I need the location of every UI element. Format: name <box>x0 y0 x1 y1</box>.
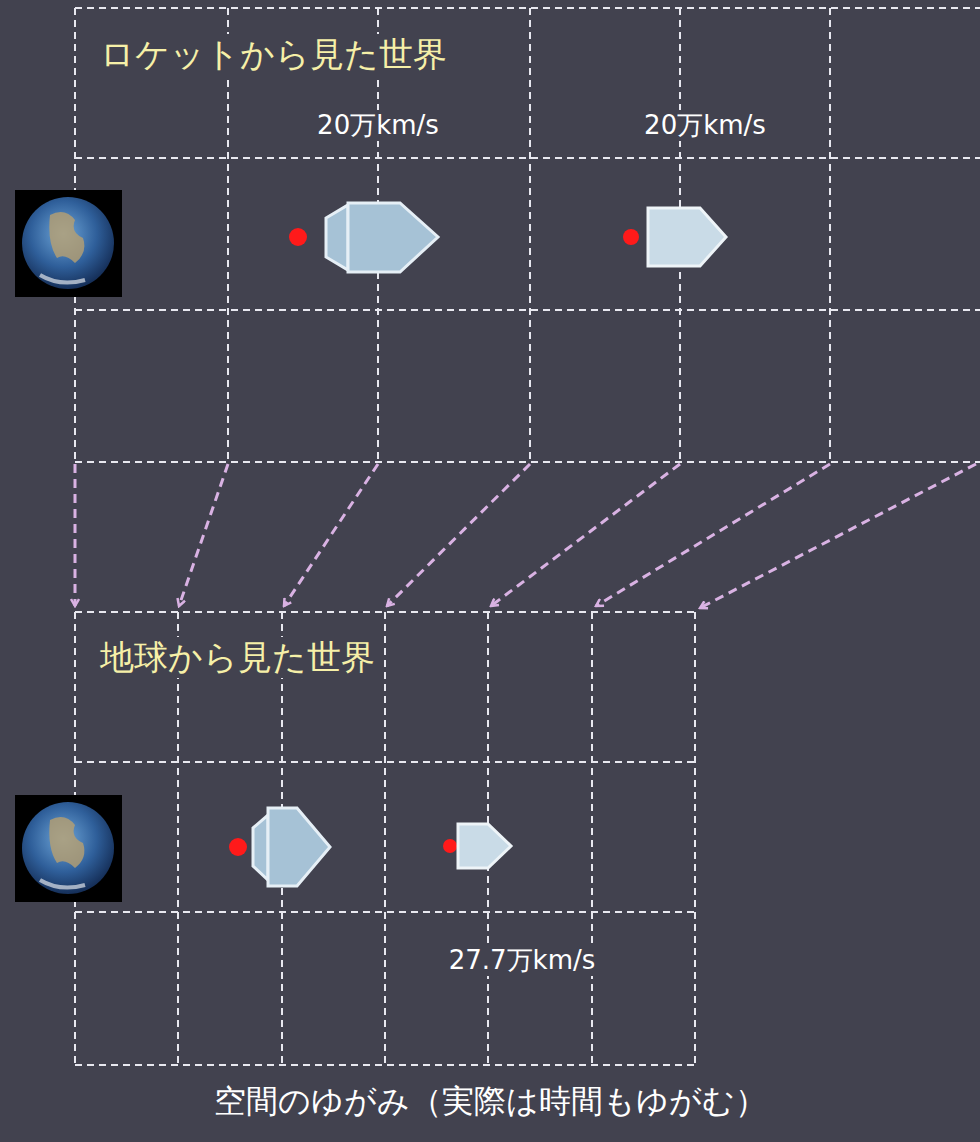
rocket <box>443 824 511 868</box>
earth-icon <box>15 190 122 297</box>
grid <box>75 612 695 1065</box>
panel-title: 地球から見た世界 <box>96 637 379 678</box>
mapping-arrow <box>75 464 976 608</box>
grid <box>75 8 980 462</box>
rocket <box>623 208 726 266</box>
speed-label: 20万km/s <box>313 110 443 141</box>
rocket <box>229 808 330 886</box>
rocket <box>289 203 438 272</box>
caption: 空間のゆがみ（実際は時間もゆがむ） <box>210 1082 771 1120</box>
speed-label: 20万km/s <box>640 110 770 141</box>
panel-title: ロケットから見た世界 <box>96 34 451 75</box>
earth-icon <box>15 795 122 902</box>
speed-label: 27.7万km/s <box>445 945 600 976</box>
